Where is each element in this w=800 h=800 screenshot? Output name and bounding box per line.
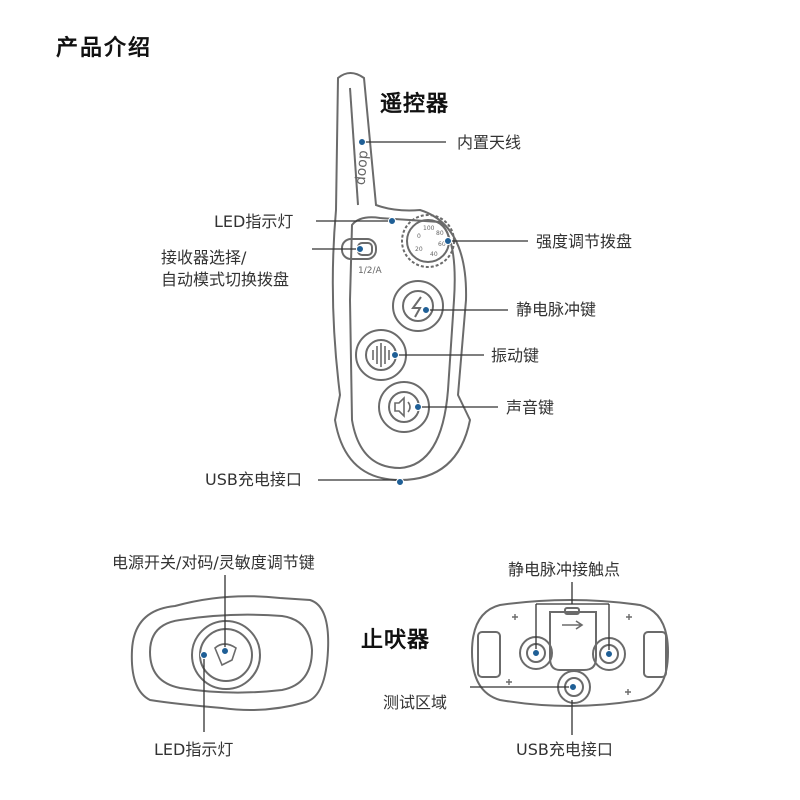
callout-dots [200,138,613,691]
label-static-button: 静电脉冲键 [516,300,597,319]
label-contacts: 静电脉冲接触点 [508,560,621,579]
dial-mark: 100 [423,225,435,232]
collar-back [470,599,670,707]
label-antenna: 内置天线 [457,133,522,152]
vibration-icon [372,343,390,367]
dot-vibration [391,351,399,359]
dog-logo-icon [214,643,237,667]
dial-mark: 60 [438,241,446,248]
dot-led [388,217,396,225]
static-button [402,290,434,322]
label-receiver-select-1: 接收器选择/ [161,248,247,267]
dial-mark: 40 [430,251,438,258]
usb-cover [549,611,597,671]
remote-title: 遥控器 [380,92,450,117]
lightning-icon [411,296,422,318]
static-button-ring [392,280,444,332]
dial-mark: 0 [417,233,421,240]
dial-mark: 80 [436,230,444,237]
collar-back-outline [470,599,670,707]
collar-front-outline [130,595,330,711]
collar-front [130,595,330,711]
dot-static [422,306,430,314]
strap-slot-left [477,631,501,678]
switch-label: 1/2/A [358,266,383,276]
usb-slot [564,607,580,615]
label-power-button: 电源开关/对码/灵敏度调节键 [112,553,315,572]
usb-icon [562,620,584,630]
remote-control [331,72,472,482]
dot-contact-left [532,649,540,657]
strap-slot-right [643,631,667,678]
dot-collar-led [200,651,208,659]
dot-sound [414,403,422,411]
page-title: 产品介绍 [56,36,153,61]
label-collar-led: LED指示灯 [154,740,234,759]
dot-dial [444,237,452,245]
antenna-groove [349,87,359,206]
screw-icons [506,614,632,695]
label-sound-button: 声音键 [506,398,555,417]
dial-mark: 20 [415,246,423,253]
dot-test-area [569,683,577,691]
dot-contact-right [605,650,613,658]
dot-antenna [358,138,366,146]
brand-mark: doop [353,150,372,186]
speaker-icon [394,396,411,418]
label-test-area: 测试区域 [383,693,448,712]
remote-body-outline [331,72,472,482]
dot-selector [356,245,364,253]
dot-usb-remote [396,478,404,486]
label-led: LED指示灯 [214,212,294,231]
remote-face-outline [348,216,456,470]
label-vibration-button: 振动键 [491,346,540,365]
label-usb-collar: USB充电接口 [516,740,613,759]
dot-power [221,647,229,655]
collar-front-inner [148,613,314,694]
collar-title: 止吠器 [361,628,431,653]
label-receiver-select-2: 自动模式切换拨盘 [161,270,290,289]
power-button-ring [191,620,261,690]
label-usb-remote: USB充电接口 [205,470,302,489]
label-intensity-dial: 强度调节拨盘 [536,232,633,251]
leader-lines [203,141,610,735]
